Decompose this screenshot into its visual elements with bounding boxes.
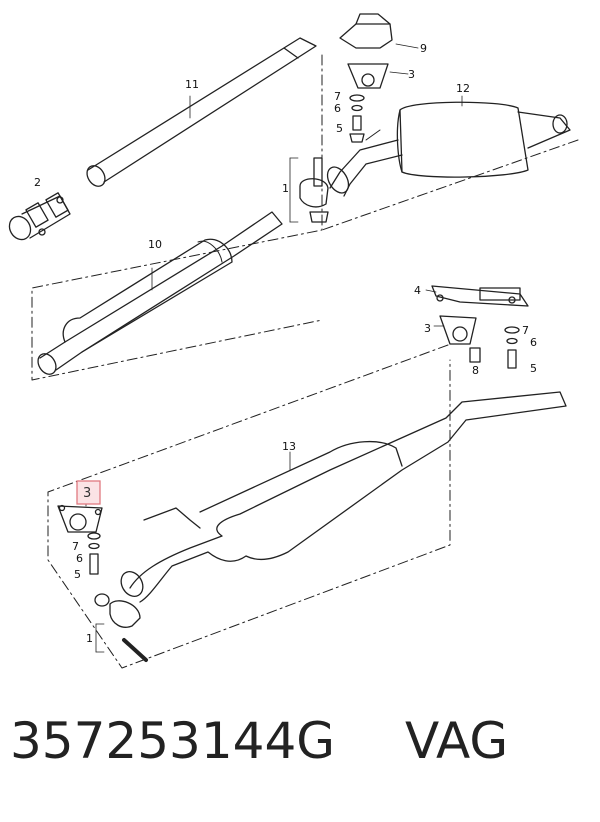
label-7-right: 7 (522, 324, 529, 337)
label-6-left: 6 (76, 552, 83, 565)
assembly-outline (31, 54, 579, 669)
label-2: 2 (34, 176, 41, 189)
exhaust-system-diagram: 1 1 2 3 3 3 4 5 5 5 6 6 6 7 7 7 8 9 10 1… (8, 13, 579, 669)
mount-3-right (433, 315, 520, 369)
label-13: 13 (282, 440, 296, 453)
caption: 357253144G VAG (0, 712, 600, 812)
brand-name: VAG (405, 712, 509, 770)
label-6-right: 6 (530, 336, 537, 349)
label-3-top: 3 (408, 68, 415, 81)
label-5-right: 5 (530, 362, 537, 375)
label-1-top: 1 (282, 182, 289, 195)
label-9: 9 (420, 42, 427, 55)
clamp-2 (8, 192, 71, 241)
part-number: 357253144G (10, 712, 336, 770)
clamp-1-bottom (94, 593, 148, 662)
label-12: 12 (456, 82, 470, 95)
label-11: 11 (185, 78, 199, 91)
part-labels: 1 1 2 3 3 3 4 5 5 5 6 6 6 7 7 7 8 9 10 1… (34, 42, 537, 645)
label-10: 10 (148, 238, 162, 251)
pipe-11 (86, 37, 317, 187)
bracket-4 (425, 285, 529, 307)
label-3-left: 3 (83, 486, 91, 501)
label-6-top: 6 (334, 102, 341, 115)
clamp-1-top (289, 157, 329, 223)
label-1-bottom: 1 (86, 632, 93, 645)
label-7-top: 7 (334, 90, 341, 103)
muffler-10 (37, 211, 283, 375)
label-7-left: 7 (72, 540, 79, 553)
label-8: 8 (472, 364, 479, 377)
label-3-right: 3 (424, 322, 431, 335)
muffler-12 (326, 95, 571, 197)
label-5-top: 5 (336, 122, 343, 135)
callout-highlight (76, 480, 101, 505)
label-4: 4 (414, 284, 421, 297)
bracket-9 (339, 13, 419, 49)
label-5-left: 5 (74, 568, 81, 581)
mount-3-top (347, 63, 409, 143)
muffler-13 (120, 391, 567, 603)
